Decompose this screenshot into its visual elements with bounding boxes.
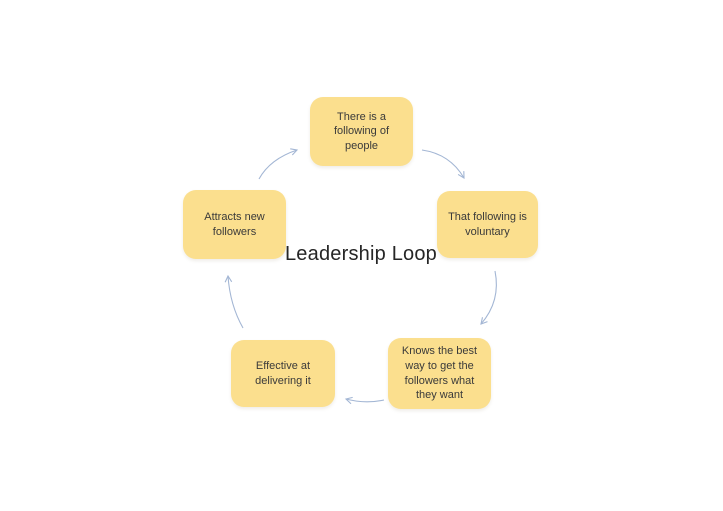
node-label: Attracts new followers bbox=[204, 210, 265, 238]
node-there-is-a-following: There is a following of people bbox=[310, 97, 413, 166]
node-following-is-voluntary: That following is voluntary bbox=[437, 191, 538, 258]
arrow-voluntary-to-knows-best-icon bbox=[480, 270, 497, 325]
arrow-attracts-to-following-icon bbox=[258, 148, 299, 180]
arrow-effective-to-attracts-icon bbox=[224, 274, 244, 329]
node-label: Knows the best way to get the followers … bbox=[401, 345, 478, 402]
arrow-following-to-voluntary-icon bbox=[421, 149, 465, 179]
arrow-knows-best-to-effective-icon bbox=[344, 396, 385, 405]
node-effective-at-delivering: Effective at delivering it bbox=[231, 340, 335, 407]
diagram-title: Leadership Loop bbox=[284, 243, 437, 265]
node-attracts-new-followers: Attracts new followers bbox=[183, 190, 286, 259]
node-label: That following is voluntary bbox=[448, 210, 527, 238]
node-label: Effective at delivering it bbox=[255, 359, 311, 387]
node-knows-best-way: Knows the best way to get the followers … bbox=[388, 338, 491, 409]
node-label: There is a following of people bbox=[333, 110, 390, 152]
